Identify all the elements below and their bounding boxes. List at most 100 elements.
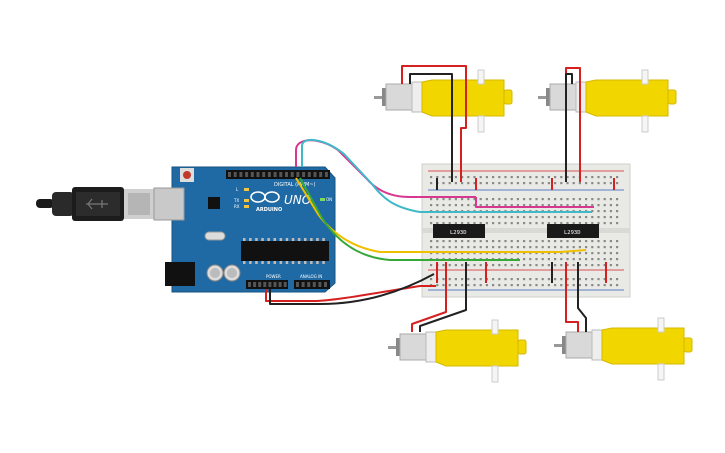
breadboard-hole [504,222,507,225]
breadboard-hole [467,284,470,287]
breadboard-hole [585,264,588,267]
breadboard-hole [578,264,581,267]
breadboard-hole [498,264,501,267]
arduino-model: UNO [284,193,311,207]
breadboard-hole [454,278,457,281]
breadboard-hole [442,278,445,281]
breadboard-hole [492,278,495,281]
breadboard-hole [467,198,470,201]
breadboard-hole [454,176,457,179]
breadboard-hole [492,222,495,225]
breadboard-hole [572,284,575,287]
breadboard-hole [510,240,513,243]
breadboard-hole [609,258,612,261]
breadboard-hole [547,246,550,249]
header-pin [273,282,277,287]
breadboard-hole [461,284,464,287]
breadboard-hole [485,284,488,287]
breadboard-hole [560,222,563,225]
breadboard-hole [473,204,476,207]
breadboard-hole [516,264,519,267]
breadboard-hole [597,182,600,185]
breadboard-hole [585,176,588,179]
l293d-chip-right: L293D [547,224,599,238]
breadboard-hole [578,284,581,287]
breadboard-hole [430,216,433,219]
chip-pin [304,261,307,264]
digital-header-label: DIGITAL (PWM~) [274,182,316,188]
breadboard-hole [597,264,600,267]
breadboard-hole [504,240,507,243]
breadboard-hole [578,278,581,281]
breadboard-hole [492,182,495,185]
breadboard-hole [547,284,550,287]
arduino-board: DIGITAL (PWM~) L TX RX ON ARDUINO UNO [153,166,336,293]
breadboard-hole [560,284,563,287]
chip-pin [279,261,283,264]
chip-pin [316,261,319,264]
breadboard-hole [510,216,513,219]
breadboard-hole [591,264,594,267]
breadboard-hole [591,216,594,219]
header-pin [296,282,299,287]
breadboard-hole [498,240,501,243]
breadboard-hole [597,198,600,201]
breadboard-hole [448,240,451,243]
breadboard-hole [541,240,544,243]
breadboard-hole [485,216,488,219]
breadboard-hole [535,198,538,201]
breadboard-hole [541,278,544,281]
breadboard-hole [529,252,532,255]
breadboard-hole [554,264,557,267]
breadboard-hole [510,182,513,185]
breadboard-hole [566,252,569,255]
breadboard-hole [609,204,612,207]
breadboard-hole [603,198,606,201]
breadboard-hole [572,204,575,207]
breadboard-hole [442,204,445,207]
breadboard-hole [504,198,507,201]
breadboard-hole [430,204,433,207]
breadboard-hole [591,210,594,213]
breadboard-hole [430,278,433,281]
breadboard-hole [523,284,526,287]
breadboard-hole [591,182,594,185]
breadboard-hole [535,252,538,255]
breadboard-hole [436,204,439,207]
breadboard-hole [541,216,544,219]
header-pin [307,172,311,177]
breadboard-hole [485,198,488,201]
header-pin [245,172,249,177]
breadboard-hole [498,176,501,179]
breadboard-hole [479,198,482,201]
breadboard-hole [461,278,464,281]
breadboard-hole [566,278,569,281]
breadboard-hole [467,240,470,243]
breadboard-hole [523,216,526,219]
breadboard-hole [541,252,544,255]
breadboard-hole [616,264,619,267]
breadboard-hole [461,198,464,201]
breadboard-hole [523,176,526,179]
breadboard-hole [498,246,501,249]
breadboard-hole [523,182,526,185]
breadboard-hole [603,210,606,213]
breadboard-hole [454,284,457,287]
breadboard-hole [572,258,575,261]
breadboard-hole [547,182,550,185]
breadboard-hole [572,182,575,185]
wire-red-motor-bl [411,262,447,332]
breadboard-hole [566,216,569,219]
breadboard-hole [510,252,513,255]
breadboard-hole [572,216,575,219]
breadboard-hole [560,204,563,207]
breadboard-hole [498,204,501,207]
breadboard-hole [566,246,569,249]
digital-header [226,170,330,179]
header-pin [250,172,254,177]
power-header [246,280,288,289]
breadboard-hole [603,284,606,287]
chip-pin [285,238,289,241]
breadboard-hole [430,240,433,243]
breadboard-hole [591,278,594,281]
